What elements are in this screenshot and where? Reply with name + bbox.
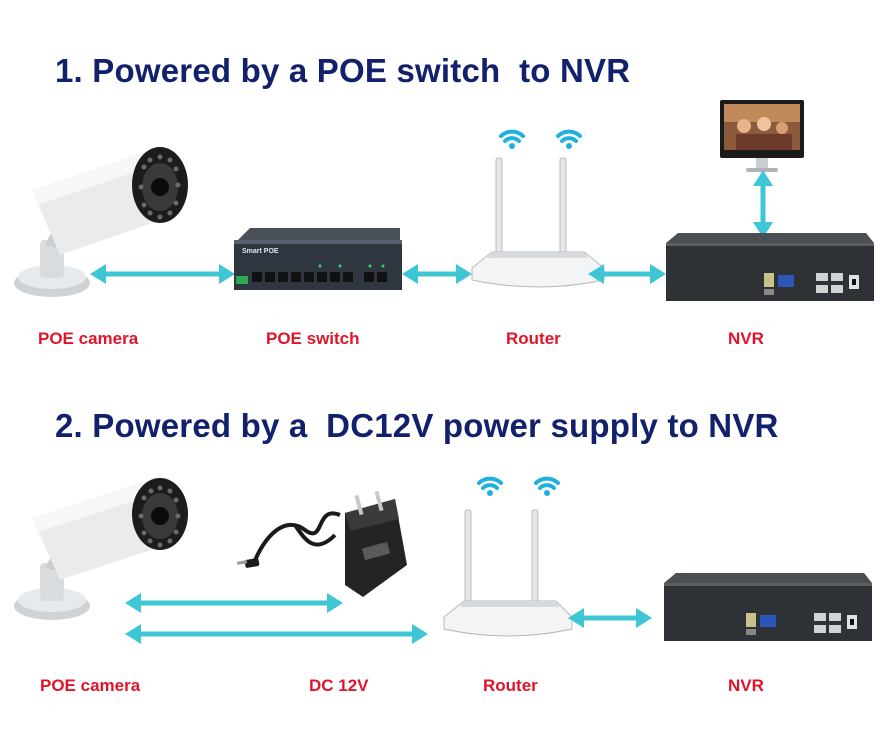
arrow-camera-switch (90, 264, 235, 284)
label-nvr-2: NVR (728, 676, 764, 695)
switch-brand-text: Smart POE (242, 248, 279, 255)
arrow-router-nvr (588, 264, 666, 284)
arrow-monitor-nvr (753, 170, 773, 238)
poe-camera-image-1 (10, 145, 190, 305)
arrow-router-nvr-2 (568, 608, 652, 628)
poe-switch-image: Smart POE (230, 228, 405, 292)
label-poe-camera-2: POE camera (40, 676, 141, 695)
label-dc12v: DC 12V (309, 676, 369, 695)
section-1-title: 1. Powered by a POE switch to NVR (55, 52, 631, 89)
label-nvr-1: NVR (728, 329, 764, 348)
poe-camera-image-2 (10, 478, 190, 638)
router-image-1 (468, 118, 608, 293)
arrow-switch-router (402, 264, 472, 284)
arrow-camera-adapter (125, 593, 343, 613)
dc12v-adapter-image (236, 490, 415, 605)
router-image-2 (440, 465, 580, 640)
arrow-camera-router (125, 624, 428, 644)
label-router-2: Router (483, 676, 538, 695)
label-poe-camera-1: POE camera (38, 329, 139, 348)
section-2-title: 2. Powered by a DC12V power supply to NV… (55, 407, 779, 444)
label-router-1: Router (506, 329, 561, 348)
label-poe-switch: POE switch (266, 329, 360, 348)
nvr-image-1 (666, 233, 876, 303)
monitor-image (720, 100, 805, 175)
nvr-image-2 (664, 573, 874, 643)
